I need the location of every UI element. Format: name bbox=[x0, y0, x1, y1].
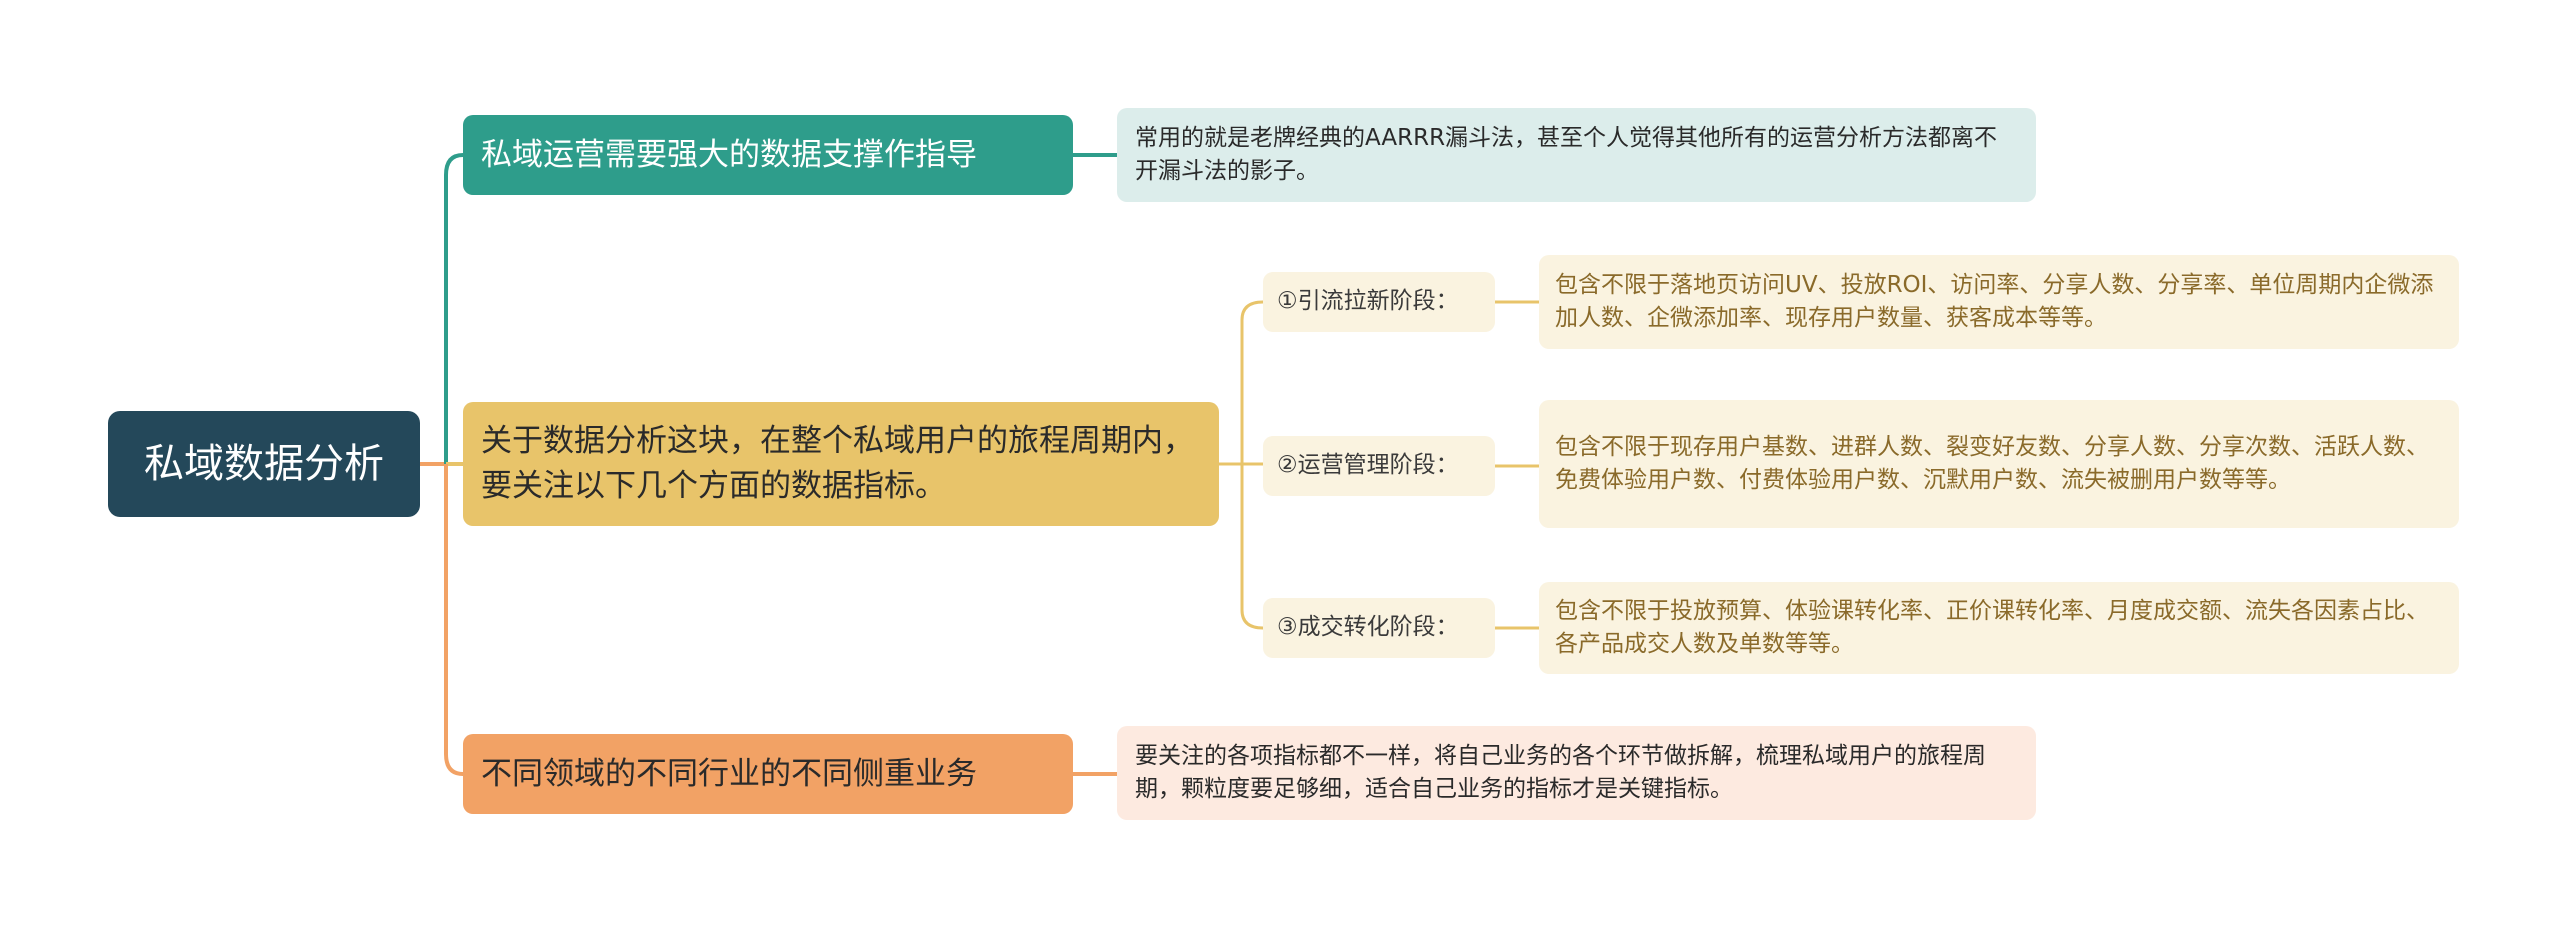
root-topic-label: 私域数据分析 bbox=[144, 441, 384, 487]
stage-detail-acquisition[interactable]: 包含不限于落地页访问UV、投放ROI、访问率、分享人数、分享率、单位周期内企微添… bbox=[1539, 255, 2459, 349]
branch-topic-data-metrics[interactable]: 关于数据分析这块，在整个私域用户的旅程周期内，要关注以下几个方面的数据指标。 bbox=[463, 402, 1219, 526]
stage-1-connector bbox=[1240, 300, 1264, 464]
stage-topic-operation[interactable]: ②运营管理阶段： bbox=[1263, 436, 1495, 496]
stage-topic-label: ②运营管理阶段： bbox=[1277, 452, 1459, 479]
branch-3-connector bbox=[444, 464, 464, 776]
stage-topic-conversion[interactable]: ③成交转化阶段： bbox=[1263, 598, 1495, 658]
branch-1-connector bbox=[444, 153, 464, 464]
branch-topic-label: 私域运营需要强大的数据支撑作指导 bbox=[481, 136, 977, 173]
root-topic[interactable]: 私域数据分析 bbox=[108, 411, 420, 517]
stage-detail-text: 包含不限于落地页访问UV、投放ROI、访问率、分享人数、分享率、单位周期内企微添… bbox=[1555, 271, 2434, 331]
branch-topic-label: 关于数据分析这块，在整个私域用户的旅程周期内，要关注以下几个方面的数据指标。 bbox=[481, 423, 1194, 504]
stage-topic-acquisition[interactable]: ①引流拉新阶段： bbox=[1263, 272, 1495, 332]
stage-detail-conversion[interactable]: 包含不限于投放预算、体验课转化率、正价课转化率、月度成交额、流失各因素占比、各产… bbox=[1539, 582, 2459, 674]
stage-detail-operation[interactable]: 包含不限于现存用户基数、进群人数、裂变好友数、分享人数、分享次数、活跃人数、免费… bbox=[1539, 400, 2459, 528]
branch-detail-text: 常用的就是老牌经典的AARRR漏斗法，甚至个人觉得其他所有的运营分析方法都离不开… bbox=[1135, 124, 1998, 184]
stage-detail-text: 包含不限于投放预算、体验课转化率、正价课转化率、月度成交额、流失各因素占比、各产… bbox=[1555, 597, 2429, 657]
branch-detail-text: 要关注的各项指标都不一样，将自己业务的各个环节做拆解，梳理私域用户的旅程周期，颗… bbox=[1135, 742, 1986, 802]
branch-topic-industry-focus[interactable]: 不同领域的不同行业的不同侧重业务 bbox=[463, 734, 1073, 814]
branch-topic-label: 不同领域的不同行业的不同侧重业务 bbox=[481, 755, 977, 792]
branch-detail-aarrr[interactable]: 常用的就是老牌经典的AARRR漏斗法，甚至个人觉得其他所有的运营分析方法都离不开… bbox=[1117, 108, 2036, 202]
stage-topic-label: ①引流拉新阶段： bbox=[1277, 288, 1459, 315]
stage-3-connector bbox=[1240, 464, 1264, 630]
stage-detail-text: 包含不限于现存用户基数、进群人数、裂变好友数、分享人数、分享次数、活跃人数、免费… bbox=[1555, 433, 2429, 493]
branch-detail-key-metrics[interactable]: 要关注的各项指标都不一样，将自己业务的各个环节做拆解，梳理私域用户的旅程周期，颗… bbox=[1117, 726, 2036, 820]
branch-topic-data-support[interactable]: 私域运营需要强大的数据支撑作指导 bbox=[463, 115, 1073, 195]
stage-topic-label: ③成交转化阶段： bbox=[1277, 614, 1459, 641]
